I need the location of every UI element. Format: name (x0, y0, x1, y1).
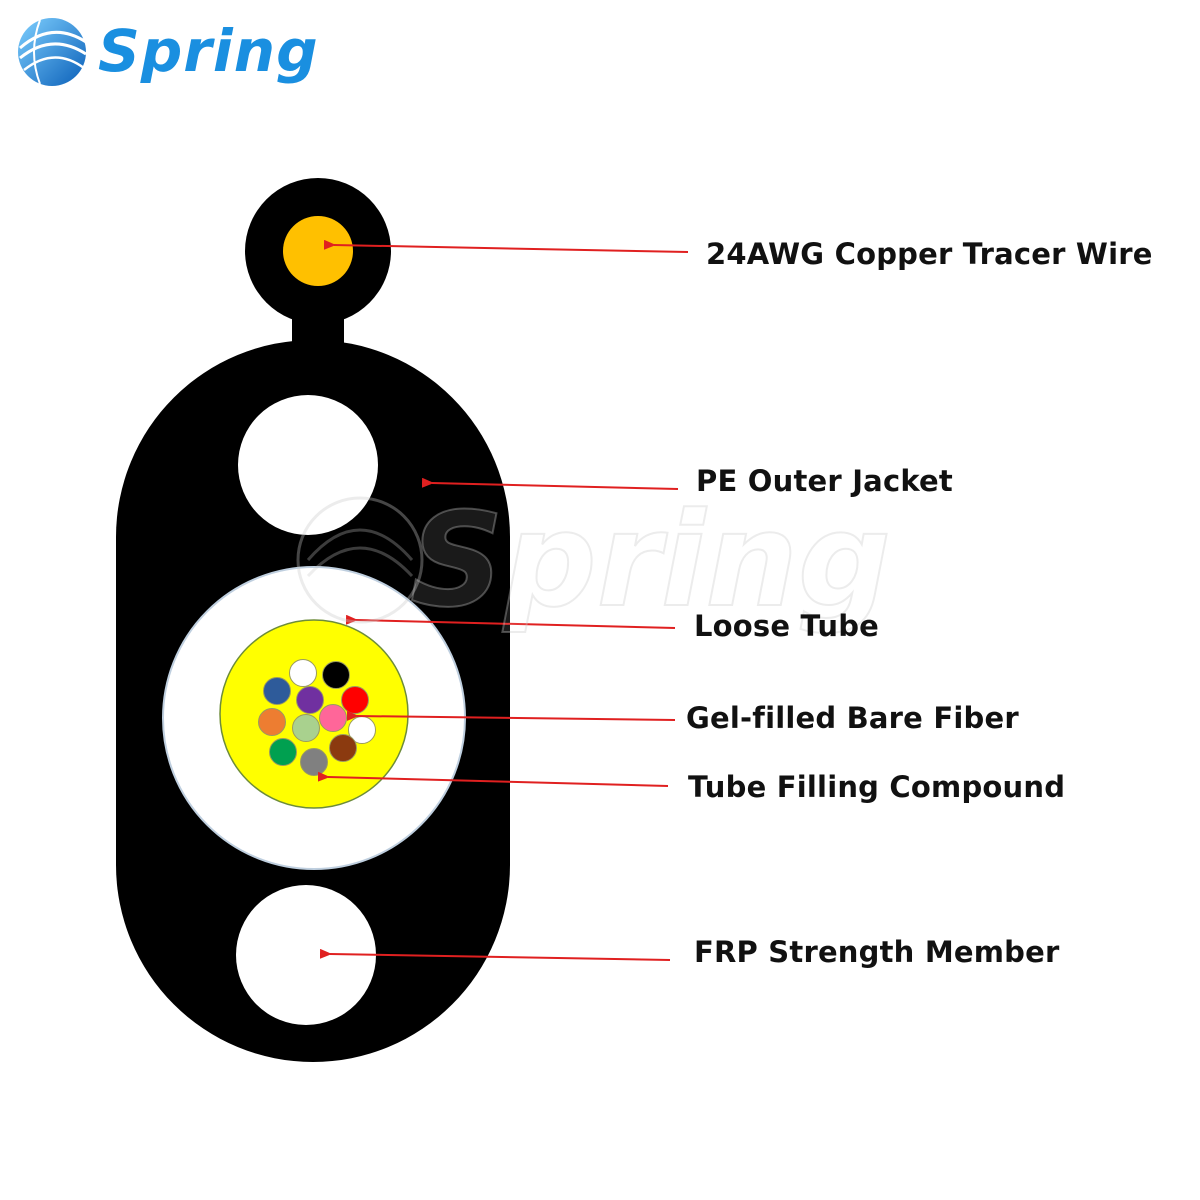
bare-fiber-3 (263, 677, 291, 705)
bare-fiber-12 (300, 748, 328, 776)
tracer-wire-core (283, 216, 353, 286)
frp-strength-member-bottom (236, 885, 376, 1025)
arrow-tracer-wire (323, 239, 689, 253)
frp-strength-member-top (238, 395, 378, 535)
bare-fiber-11 (329, 734, 357, 762)
brand-name: Spring (98, 17, 319, 85)
label-loose-tube: Loose Tube (694, 609, 880, 643)
bare-fiber-10 (269, 738, 297, 766)
label-tracer-wire: 24AWG Copper Tracer Wire (706, 237, 1153, 271)
label-filling-compound: Tube Filling Compound (688, 770, 1066, 804)
bare-fiber-7 (292, 714, 320, 742)
label-outer-jacket: PE Outer Jacket (696, 464, 953, 498)
bare-fiber-1 (289, 659, 317, 687)
label-strength-member: FRP Strength Member (694, 935, 1060, 969)
arrow-filling-compound (317, 771, 669, 787)
globe-logo-icon (18, 18, 87, 86)
arrow-loose-tube (345, 614, 676, 629)
bare-fiber-8 (319, 704, 347, 732)
bare-fiber-6 (258, 708, 286, 736)
bare-fiber-group (258, 659, 376, 776)
tube-filling-compound (219, 619, 409, 809)
brand-logo: Spring (14, 12, 354, 92)
bare-fiber-2 (322, 661, 350, 689)
arrow-outer-jacket (421, 477, 679, 490)
bare-fiber-5 (341, 686, 369, 714)
label-bare-fiber: Gel-filled Bare Fiber (686, 701, 1019, 735)
bare-fiber-4 (296, 686, 324, 714)
arrow-strength-member (319, 948, 671, 961)
arrow-bare-fiber (346, 710, 676, 721)
